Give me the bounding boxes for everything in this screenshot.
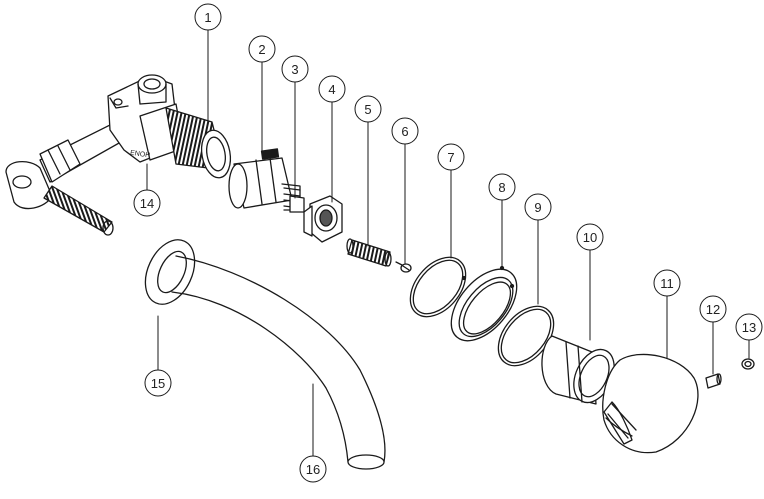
callout-12: 12	[699, 295, 727, 323]
cartridge-part-2	[228, 148, 301, 211]
callout-9: 9	[524, 193, 552, 221]
callout-6: 6	[391, 117, 419, 145]
callout-5: 5	[354, 95, 382, 123]
callout-16-label: 16	[306, 462, 320, 477]
callout-2: 2	[248, 35, 276, 63]
mounting-plate-part-8	[450, 265, 518, 342]
callouts: 1 2 3 4 5 6 7 8 9 10 11 12 13 14 15 16	[133, 3, 763, 483]
callout-11-label: 11	[660, 276, 674, 291]
callout-12-label: 12	[706, 302, 720, 317]
callout-11: 11	[653, 269, 681, 297]
wall-flange-part-15	[144, 239, 196, 305]
o-ring-part-7	[409, 256, 467, 318]
callout-15-label: 15	[151, 376, 165, 391]
spout-part-16	[171, 255, 386, 470]
callout-13-label: 13	[742, 320, 756, 335]
callout-1-label: 1	[204, 10, 211, 25]
handle-part-11	[602, 353, 699, 454]
nut-part-4	[303, 195, 343, 243]
spindle-part-3	[289, 195, 305, 213]
callout-15: 15	[144, 369, 172, 397]
callout-3: 3	[281, 55, 309, 83]
callout-4: 4	[318, 75, 346, 103]
cap-part-13	[741, 358, 755, 370]
screw-part-6	[395, 261, 412, 273]
callout-3-label: 3	[291, 62, 298, 77]
callout-2-label: 2	[258, 42, 265, 57]
callout-1: 1	[194, 3, 222, 31]
callout-7-label: 7	[447, 150, 454, 165]
callout-7: 7	[437, 143, 465, 171]
callout-8-label: 8	[498, 180, 505, 195]
callout-9-label: 9	[534, 200, 541, 215]
body-marking: ENOH	[130, 150, 151, 160]
callout-13: 13	[735, 313, 763, 341]
callout-5-label: 5	[364, 102, 371, 117]
callout-14: 14	[133, 189, 161, 217]
o-ring-part-9	[497, 305, 555, 367]
callout-16: 16	[299, 455, 327, 483]
callout-10-label: 10	[583, 230, 597, 245]
grub-screw-part-12	[705, 373, 722, 389]
threaded-sleeve-part-5	[346, 238, 392, 267]
callout-14-label: 14	[140, 196, 154, 211]
callout-4-label: 4	[328, 82, 335, 97]
leader-lines	[146, 29, 750, 457]
callout-10: 10	[576, 223, 604, 251]
valve-body-part-1: ENOH	[5, 74, 232, 236]
callout-6-label: 6	[401, 124, 408, 139]
callout-8: 8	[488, 173, 516, 201]
